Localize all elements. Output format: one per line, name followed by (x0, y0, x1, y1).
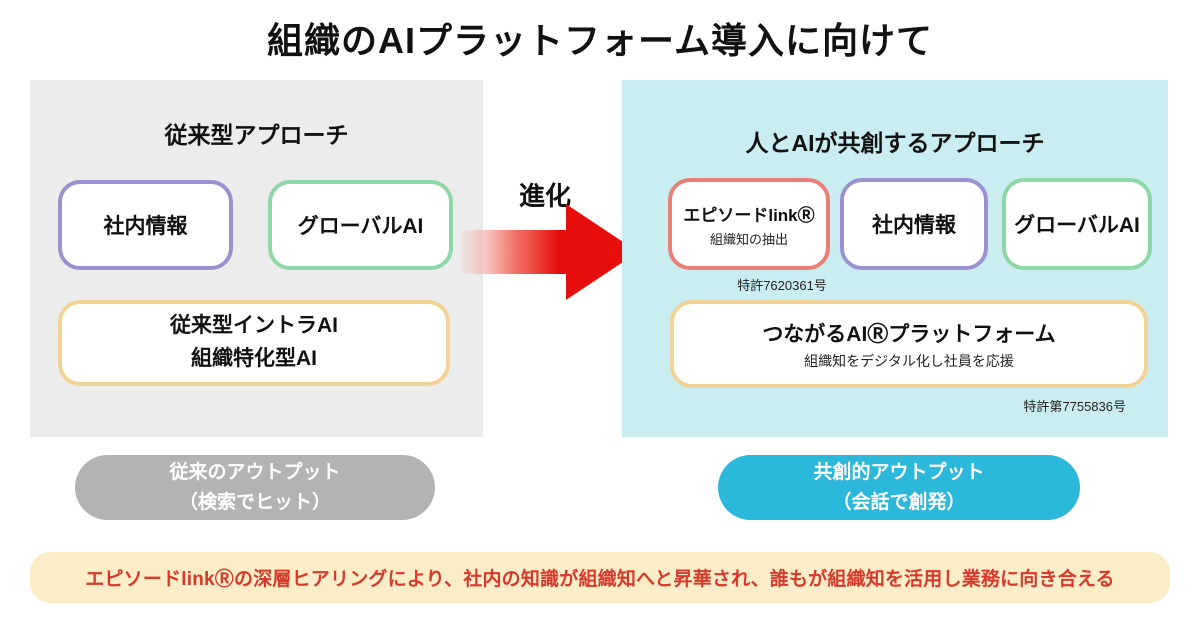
cocreation-approach-panel: 人とAIが共創するアプローチ エピソードlinkⓇ 組織知の抽出 特許76203… (622, 80, 1168, 437)
episode-link-subtitle: 組織知の抽出 (709, 231, 788, 247)
global-ai-label-left: グローバルAI (297, 215, 424, 238)
cocreation-approach-heading: 人とAIが共創するアプローチ (745, 130, 1045, 156)
cocreative-output-line1: 共創的アウトプット (813, 462, 985, 484)
tsunagaru-ai-platform-title: つながるAIⓇプラットフォーム (762, 322, 1056, 346)
tsunagaru-ai-platform-subtitle: 組織知をデジタル化し社員を応援 (804, 352, 1014, 369)
episode-link-title: エピソードlinkⓇ (683, 205, 815, 225)
legacy-intra-ai-label: 従来型イントラAI 組織特化型AI (170, 314, 338, 370)
internal-info-label-right: 社内情報 (872, 214, 956, 237)
internal-info-box-left: 社内情報 (58, 180, 233, 270)
traditional-output-line1: 従来のアウトプット (169, 462, 341, 484)
summary-banner: エピソードlinkⓇの深層ヒアリングにより、社内の知識が組織知へと昇華され、誰も… (30, 552, 1170, 603)
patent-number-platform: 特許第7755836号 (1023, 399, 1126, 414)
global-ai-box-left: グローバルAI (268, 180, 453, 270)
global-ai-box-right: グローバルAI (1002, 178, 1152, 270)
episode-link-box: エピソードlinkⓇ 組織知の抽出 (668, 178, 830, 270)
legacy-intra-ai-box: 従来型イントラAI 組織特化型AI (58, 300, 450, 386)
evolution-label: 進化 (518, 181, 571, 211)
traditional-output-pill: 従来のアウトプット （検索でヒット） (75, 455, 435, 520)
traditional-approach-heading: 従来型アプローチ (164, 122, 349, 148)
cocreative-output-pill: 共創的アウトプット （会話で創発） (718, 455, 1080, 520)
evolution-arrow-icon (462, 204, 638, 300)
summary-banner-text: エピソードlinkⓇの深層ヒアリングにより、社内の知識が組織知へと昇華され、誰も… (85, 569, 1115, 590)
traditional-approach-panel: 従来型アプローチ 社内情報 グローバルAI 従来型イントラAI 組織特化型AI (30, 80, 483, 437)
tsunagaru-ai-platform-box: つながるAIⓇプラットフォーム 組織知をデジタル化し社員を応援 (670, 300, 1148, 388)
page-title: 組織のAIプラットフォーム導入に向けて (267, 20, 933, 61)
cocreative-output-line2: （会話で創発） (832, 491, 966, 513)
patent-number-episode: 特許7620361号 (737, 278, 827, 293)
global-ai-label-right: グローバルAI (1014, 214, 1140, 237)
internal-info-label-left: 社内情報 (103, 215, 188, 238)
internal-info-box-right: 社内情報 (840, 178, 988, 270)
traditional-output-line2: （検索でヒット） (178, 491, 331, 513)
